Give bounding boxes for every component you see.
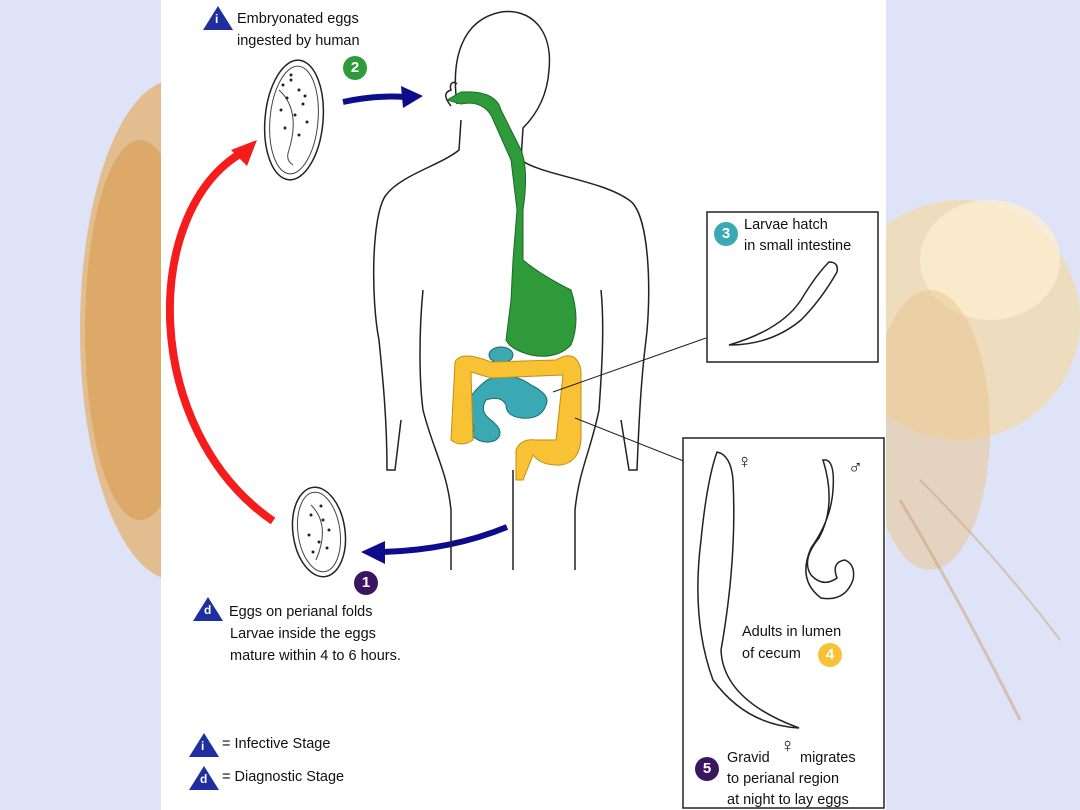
cycle-arrow-red-head: [231, 140, 257, 166]
arrow-to-perianal-head: [361, 541, 385, 564]
larva-drawing: [728, 261, 839, 346]
arrow-to-perianal: [382, 524, 509, 555]
stage-letter: i: [215, 12, 219, 26]
step5-line1b: migrates: [800, 750, 856, 766]
step5-line3: at night to lay eggs: [727, 792, 849, 808]
step2-line2: ingested by human: [237, 33, 360, 49]
perianal-egg: [291, 486, 347, 578]
step5-line2: to perianal region: [727, 771, 840, 787]
small-intestine-loop: [488, 346, 514, 364]
pinworm-life-cycle-diagram: [165, 10, 885, 809]
female-adult-worm: [697, 451, 800, 729]
esophagus-stomach: [445, 91, 577, 357]
pointer-line-adults: [574, 417, 687, 463]
legend-letter-d: d: [200, 772, 208, 786]
step1-line3: mature within 4 to 6 hours.: [230, 648, 401, 664]
human-body-outline: [372, 10, 650, 570]
step3-line2: in small intestine: [744, 238, 852, 254]
male-symbol: ♂: [848, 457, 863, 479]
pointer-line-larvae: [552, 337, 707, 393]
step3-badge: 3: [714, 222, 738, 246]
step1-line1: Eggs on perianal folds: [229, 604, 373, 620]
legend-diagnostic-label: = Diagnostic Stage: [222, 769, 345, 785]
legend-infective-label: = Infective Stage: [222, 736, 331, 752]
stage-letter: d: [204, 603, 212, 617]
large-intestine: [450, 355, 582, 481]
step4-line2: of cecum: [742, 646, 801, 662]
step5-symbol: ♀: [780, 735, 795, 757]
step1-line2: Larvae inside the eggs: [230, 626, 376, 642]
step3-line1: Larvae hatch: [744, 217, 828, 233]
step2-badge: 2: [343, 56, 367, 80]
step4-badge: 4: [818, 643, 842, 667]
step5-line1a: Gravid: [727, 750, 770, 766]
legend-diagnostic-icon: d: [189, 766, 219, 790]
infective-stage-icon-step2: i: [203, 6, 233, 30]
diagnostic-stage-icon-step1: d: [193, 597, 223, 621]
arrow-to-mouth-head: [401, 86, 423, 108]
small-intestine: [464, 375, 548, 443]
male-adult-worm: [805, 459, 855, 600]
legend-letter-i: i: [201, 739, 205, 753]
step1-badge: 1: [354, 571, 378, 595]
step5-badge: 5: [695, 757, 719, 781]
cycle-arrow-red: [165, 148, 276, 525]
arrow-to-mouth: [342, 93, 406, 105]
female-symbol: ♀: [737, 451, 752, 473]
legend-infective-icon: i: [189, 733, 219, 757]
embryonated-egg: [263, 59, 325, 181]
step2-line1: Embryonated eggs: [237, 11, 359, 27]
step4-line1: Adults in lumen: [742, 624, 842, 640]
